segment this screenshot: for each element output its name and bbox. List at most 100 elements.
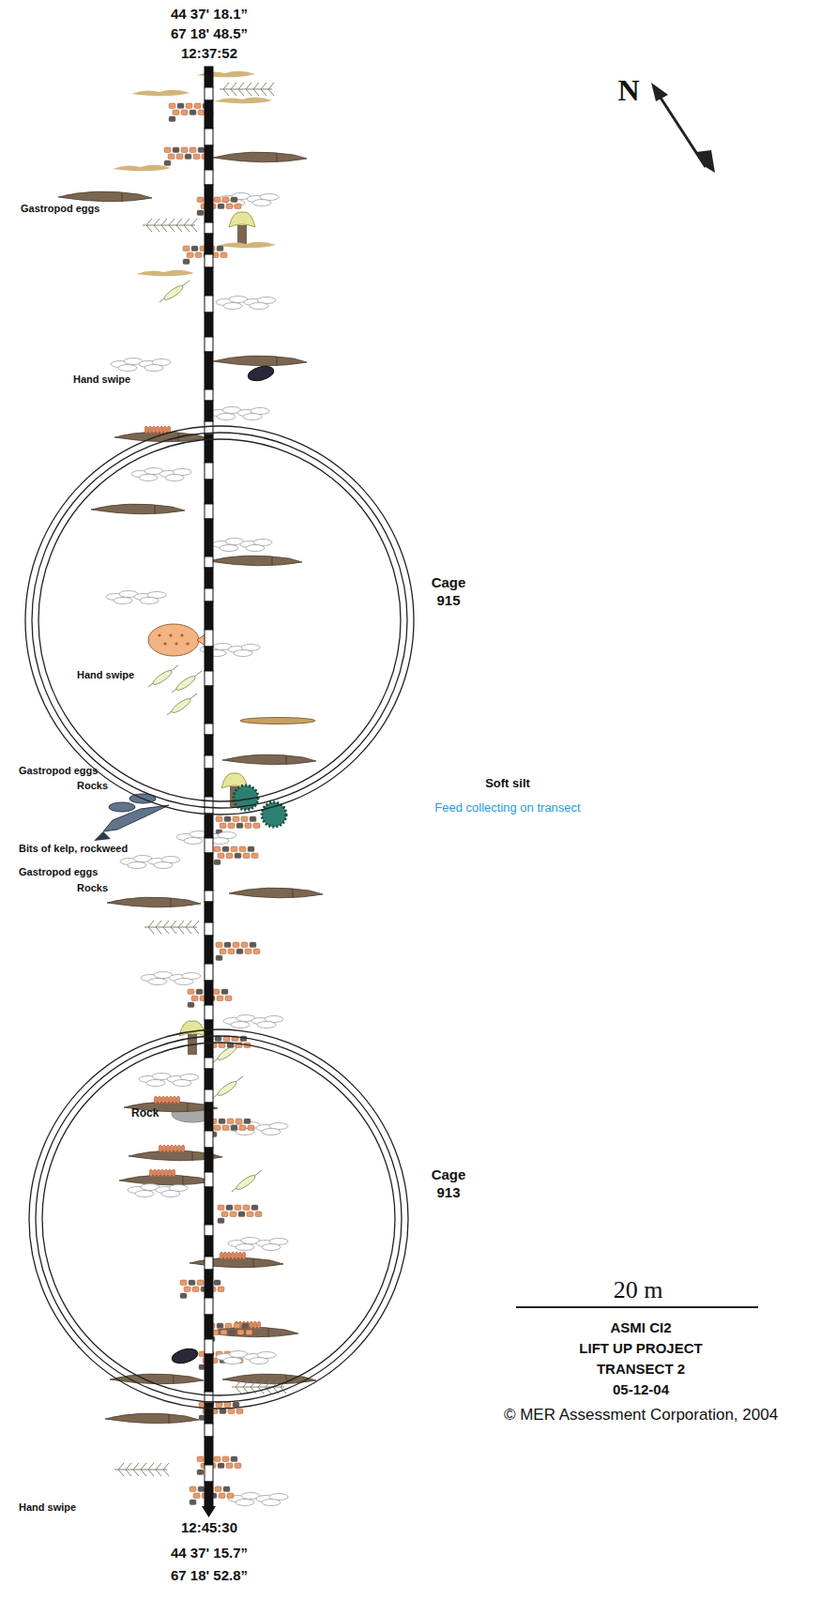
stroke — [162, 283, 185, 302]
transect-segment — [204, 1423, 213, 1437]
stroke — [244, 948, 252, 955]
tan-symbol — [112, 165, 171, 172]
stroke — [223, 1486, 230, 1492]
transect-line — [201, 66, 216, 1518]
stroke — [212, 1058, 218, 1063]
stroke — [153, 218, 160, 226]
stroke — [232, 1401, 240, 1408]
stroke — [214, 1035, 222, 1042]
stroke — [118, 364, 137, 372]
stroke — [235, 1244, 255, 1251]
transect-segment — [204, 1186, 213, 1225]
transect-segment — [204, 768, 213, 797]
transect-segment — [204, 1171, 213, 1187]
stroke — [230, 1125, 238, 1131]
stroke — [193, 927, 199, 934]
map-label: Rocks — [76, 881, 108, 895]
stroke — [153, 225, 160, 232]
stroke — [170, 927, 177, 934]
stroke — [265, 1380, 272, 1387]
stroke — [172, 1079, 192, 1087]
stroke — [189, 147, 197, 153]
stroke — [245, 545, 265, 552]
stroke — [249, 1357, 269, 1365]
stroke — [159, 298, 165, 303]
stroke — [223, 89, 229, 96]
stroke — [118, 1469, 124, 1476]
stroke — [144, 425, 149, 434]
stroke — [228, 1329, 236, 1336]
stroke — [212, 152, 307, 163]
stroke — [173, 1374, 175, 1384]
peb-symbol — [213, 846, 259, 866]
stroke — [170, 920, 177, 928]
kelp-symbol — [58, 191, 153, 202]
stroke — [272, 556, 274, 566]
stroke — [171, 688, 177, 693]
stroke — [121, 192, 123, 202]
stroke — [155, 920, 162, 928]
transect-segment — [204, 852, 213, 891]
kelp-symbol — [208, 555, 303, 566]
stroke — [148, 425, 153, 434]
transect-segment — [204, 629, 213, 647]
stroke — [258, 1380, 264, 1387]
stroke — [187, 1002, 195, 1008]
stroke — [238, 82, 244, 90]
transect-segment — [204, 1130, 213, 1148]
stroke — [223, 82, 229, 90]
stroke — [197, 197, 204, 203]
stroke — [183, 1286, 191, 1293]
transect-segment — [204, 87, 213, 101]
stroke — [140, 1462, 147, 1470]
stroke — [164, 1169, 168, 1177]
transect-segment — [204, 233, 213, 255]
transect-segment — [204, 1464, 213, 1482]
stroke — [170, 1346, 200, 1367]
stroke — [276, 152, 278, 163]
stroke — [250, 1380, 257, 1387]
map-label: 67 18' 48.5” — [170, 25, 248, 42]
map-label: N — [617, 73, 639, 108]
stroke — [243, 1118, 251, 1125]
stroke — [174, 641, 178, 645]
stroke — [253, 89, 259, 96]
map-label: 12:37:52 — [181, 45, 238, 61]
eel-symbol — [240, 717, 316, 725]
stroke — [220, 1329, 228, 1336]
stroke — [230, 82, 237, 90]
transect-segment — [204, 1338, 213, 1354]
stroke — [163, 1462, 169, 1470]
stroke — [257, 1021, 276, 1029]
stroke — [168, 633, 172, 637]
transect-segment — [204, 601, 213, 630]
stroke — [183, 218, 190, 226]
stroke — [177, 103, 184, 109]
stroke — [163, 425, 168, 434]
cloud-symbol — [106, 591, 167, 605]
transect-segment — [204, 267, 213, 296]
transect-segment — [204, 1297, 213, 1315]
stroke — [192, 1286, 199, 1293]
stroke — [187, 988, 195, 995]
stroke — [185, 920, 192, 928]
stroke — [58, 191, 153, 202]
stroke — [151, 668, 174, 686]
stroke — [225, 995, 232, 1002]
stroke — [112, 165, 171, 172]
map-label: Rock — [131, 1107, 159, 1121]
stroke — [219, 1251, 224, 1260]
stroke — [253, 82, 259, 90]
transect-segment — [204, 295, 213, 313]
transect-segment — [204, 1256, 213, 1270]
transect-segment — [204, 389, 213, 401]
stroke — [191, 245, 198, 252]
stroke — [168, 116, 176, 122]
stroke — [252, 199, 272, 207]
stroke — [268, 89, 274, 96]
stroke — [251, 1204, 259, 1211]
stroke — [217, 203, 225, 210]
stroke — [118, 1462, 124, 1470]
stroke — [91, 503, 185, 515]
transect-segment — [204, 755, 213, 769]
